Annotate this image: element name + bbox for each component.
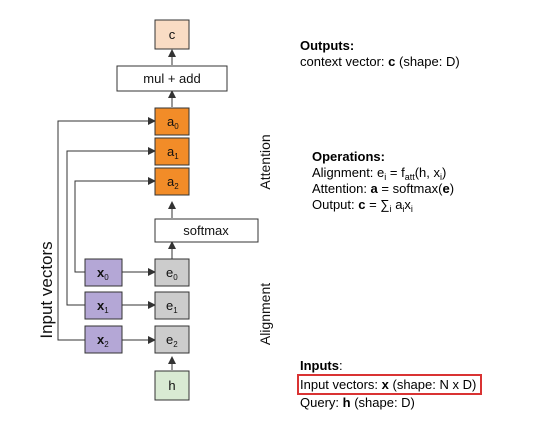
- mul-add-box-label: mul + add: [143, 71, 200, 86]
- alignment-box-label: e1: [166, 298, 178, 315]
- outputs-panel: Outputs: context vector: c (shape: D): [300, 38, 460, 70]
- connector-x0-to-a2: [74, 177, 156, 273]
- attention-formula: Attention: a = softmax(e): [312, 181, 455, 196]
- alignment-formula: Alignment: ei = fatt(h, xi): [312, 165, 447, 182]
- context-vector-line: context vector: c (shape: D): [300, 54, 460, 70]
- output-box-label: c: [169, 27, 176, 42]
- alignment-box-label: e0: [166, 265, 178, 282]
- softmax-box-rect: [154, 218, 259, 243]
- input-box-label: x2: [97, 332, 109, 349]
- input-box-x2: x2: [84, 325, 123, 354]
- input-box-x1: x1: [84, 291, 123, 320]
- attention-box-label: a0: [167, 114, 179, 131]
- alignment-box-rect: [154, 291, 190, 320]
- attention-box-label: a2: [167, 174, 179, 191]
- softmax-box: softmax: [154, 218, 259, 243]
- query-line: Query: h (shape: D): [300, 395, 415, 410]
- input-to-attention-connectors: [57, 117, 156, 341]
- query-box: h: [154, 370, 190, 401]
- alignment-box-e1: e1: [154, 291, 190, 320]
- attention-side-label: Attention: [257, 134, 273, 189]
- inputs-heading-line: Inputs:: [300, 358, 343, 373]
- input-box-rect: [84, 325, 123, 354]
- connector-x2-to-a0: [57, 117, 156, 341]
- outputs-heading: Outputs:: [300, 38, 355, 53]
- attention-box-a1: a1: [154, 137, 190, 166]
- context-symbol: c: [388, 54, 396, 69]
- alignment-side-label: Alignment: [257, 283, 273, 345]
- attention-diagram: c mul + add a0 a1 a2 softmax x0 x1 x2 e0: [37, 19, 273, 401]
- output-box: c: [154, 19, 190, 50]
- attention-box-rect: [154, 107, 190, 136]
- output-box-rect: [154, 19, 190, 50]
- input-box-label: x1: [97, 298, 109, 315]
- connector-x1-to-a1: [66, 147, 156, 306]
- alignment-box-rect: [154, 325, 190, 354]
- alignment-box-label: e2: [166, 332, 178, 349]
- input-box-rect: [84, 291, 123, 320]
- query-box-rect: [154, 370, 190, 401]
- attention-box-label: a1: [167, 144, 179, 161]
- mul-add-box: mul + add: [116, 65, 228, 92]
- attention-box-rect: [154, 167, 190, 196]
- operations-panel: Operations: Alignment: ei = fatt(h, xi) …: [312, 149, 455, 214]
- input-box-rect: [84, 258, 123, 287]
- input-vectors-side-label: Input vectors: [37, 241, 56, 338]
- input-vectors-line: Input vectors: x (shape: N x D): [297, 374, 483, 395]
- query-box-label: h: [168, 378, 175, 393]
- input-box-x0: x0: [84, 258, 123, 287]
- alignment-box-e0: e0: [154, 258, 190, 287]
- alignment-box-rect: [154, 258, 190, 287]
- inputs-heading: Inputs: [300, 358, 339, 373]
- attention-box-a0: a0: [154, 107, 190, 136]
- context-suffix: (shape: D): [395, 54, 460, 69]
- attention-box-rect: [154, 137, 190, 166]
- mul-add-box-rect: [116, 65, 228, 92]
- input-to-alignment-arrows: [122, 268, 156, 344]
- inputs-panel: Inputs: Input vectors: x (shape: N x D) …: [297, 358, 483, 411]
- input-box-label: x0: [97, 265, 109, 282]
- softmax-box-label: softmax: [183, 223, 229, 238]
- context-prefix: context vector:: [300, 54, 389, 69]
- operations-heading: Operations:: [312, 149, 385, 164]
- alignment-box-e2: e2: [154, 325, 190, 354]
- output-formula: Output: c = ∑i aixi: [312, 197, 413, 214]
- attention-box-a2: a2: [154, 167, 190, 196]
